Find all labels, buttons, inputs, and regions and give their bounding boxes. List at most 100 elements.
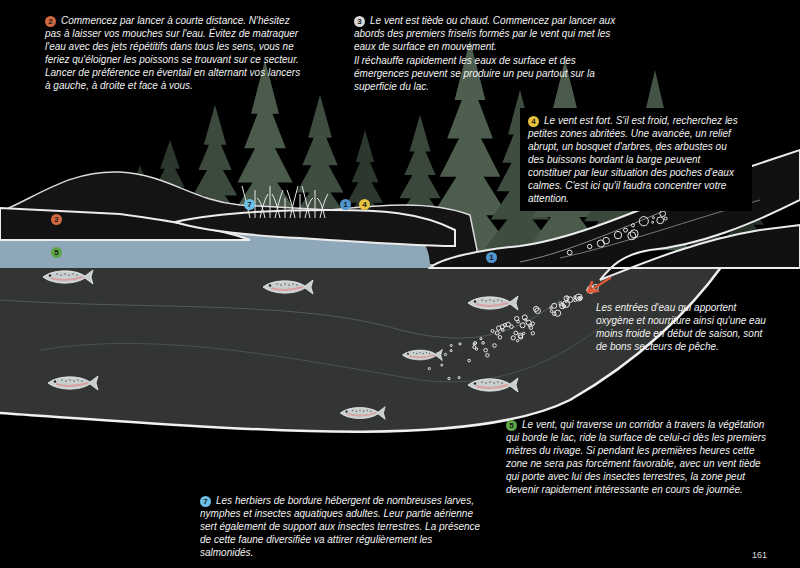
callout-number: 4 (528, 116, 539, 127)
bubble (482, 342, 485, 345)
bubble (450, 345, 452, 347)
annotation-text: Le vent, qui traverse un corridor à trav… (506, 419, 766, 495)
annotation-block: 1 (340, 197, 352, 210)
reed (287, 190, 295, 218)
annotation-text: Le vent est tiède ou chaud. Commencez pa… (354, 15, 615, 52)
bubble (550, 310, 553, 313)
annotation-block: 3Le vent est tiède ou chaud. Commencez p… (354, 14, 622, 93)
page-number: 161 (752, 550, 767, 560)
bubble (664, 217, 667, 220)
annotation-block: 5 (51, 245, 63, 258)
bubble (639, 217, 648, 226)
bubble (516, 340, 518, 342)
annotation-block: 5Le vent, qui traverse un corridor à tra… (506, 418, 768, 496)
annotation-text: Les entrées d'eau qui apportent oxygène … (596, 302, 766, 352)
bubble (459, 343, 461, 345)
callout-number: 5 (506, 420, 517, 431)
bubble (529, 326, 533, 330)
bubble (448, 377, 450, 379)
bubble (628, 232, 636, 240)
bubble (484, 348, 488, 352)
annotation-text: Il réchauffe rapidement les eaux de surf… (354, 54, 622, 93)
bubble (450, 350, 452, 352)
bubble (652, 217, 654, 219)
bubble (474, 342, 477, 345)
bubble (534, 306, 539, 311)
bubble (567, 297, 573, 303)
callout-number: 7 (200, 496, 211, 507)
inflow-arrow (588, 278, 610, 292)
reed (272, 194, 280, 218)
reed (315, 190, 316, 218)
bubble (630, 230, 638, 238)
bubble (511, 336, 515, 340)
bubble (588, 244, 592, 248)
callout-number: 2 (45, 16, 56, 27)
annotation-text: Le vent est fort. S'il est froid, recher… (528, 115, 738, 204)
trout (43, 270, 518, 419)
bubble (523, 332, 525, 334)
bubble (579, 297, 581, 299)
annotation-block: 4 (359, 197, 371, 210)
trout (340, 407, 385, 420)
callout-number: 1 (340, 199, 351, 210)
bubble (514, 331, 518, 335)
bubble (495, 331, 499, 335)
bubble (520, 323, 525, 328)
annotation-block: 7Les herbiers de bordure hébergent de no… (200, 494, 486, 559)
bubble (497, 326, 501, 330)
annotation-text: Les herbiers de bordure hébergent de nom… (200, 495, 480, 558)
bubble (553, 312, 557, 316)
bubble (531, 332, 534, 335)
annotation-block: 2Commencez par lancer à courte distance.… (45, 14, 301, 92)
bubble (515, 316, 519, 320)
reed (302, 186, 310, 218)
trout (48, 376, 98, 390)
bubble (486, 354, 489, 357)
reed (257, 198, 265, 218)
reed (270, 186, 271, 218)
text-panel: 4Le vent est fort. S'il est froid, reche… (520, 108, 752, 211)
bubble (491, 330, 494, 333)
callout-number: 7 (244, 199, 255, 210)
bubble (614, 231, 621, 238)
bubble (519, 335, 523, 339)
reed-bed (242, 186, 328, 218)
callout-number: 1 (486, 252, 497, 263)
bubble (522, 315, 527, 320)
trout (468, 378, 518, 392)
callout-number: 4 (359, 199, 370, 210)
bubble (631, 224, 634, 227)
trout (263, 280, 313, 294)
annotation-block: 1 (486, 250, 498, 263)
bubble (502, 329, 505, 332)
bubble (498, 336, 502, 340)
bubble (652, 221, 654, 223)
reed (285, 198, 286, 218)
bubble (552, 303, 557, 308)
bubble (578, 297, 581, 300)
annotation-text: Commencez par lancer à courte distance. … (45, 15, 300, 91)
bubble (525, 319, 527, 321)
annotation-block: 2 (51, 212, 63, 225)
reed (300, 194, 301, 218)
bubble (444, 353, 446, 355)
bubble (480, 338, 482, 340)
annotation-block: 7 (244, 197, 256, 210)
trout (468, 296, 518, 310)
bubble (428, 368, 430, 370)
bubble (458, 377, 460, 379)
callout-number: 5 (51, 247, 62, 258)
bubble (468, 359, 471, 362)
bubble (559, 302, 563, 306)
reed (317, 198, 325, 218)
trout (402, 349, 442, 360)
annotation-block: Les entrées d'eau qui apportent oxygène … (596, 301, 766, 353)
bubble (510, 325, 514, 329)
bubble (660, 211, 666, 217)
bubble (493, 344, 497, 348)
bubble (526, 320, 531, 325)
bubble (597, 240, 604, 247)
trout (43, 270, 93, 284)
bubble (565, 300, 567, 302)
